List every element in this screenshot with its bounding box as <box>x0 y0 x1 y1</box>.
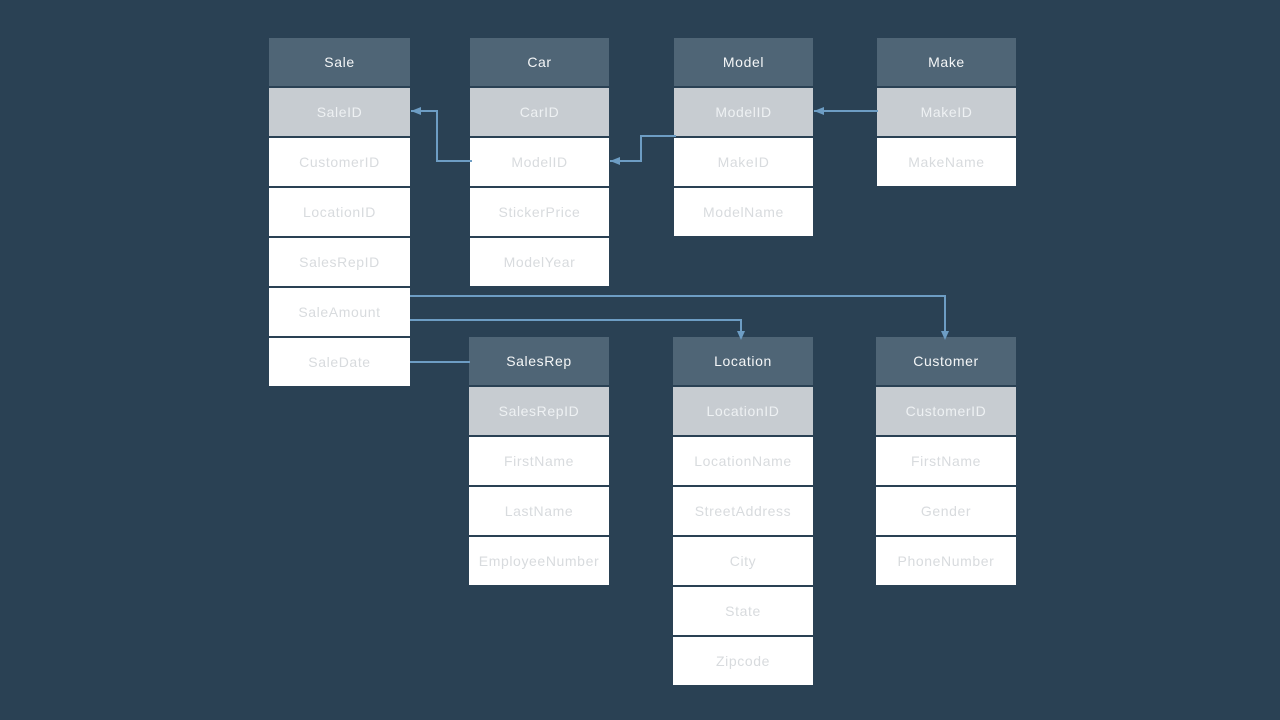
key-field-row-modelid: ModelID <box>674 88 813 136</box>
field-row-modelname: ModelName <box>674 188 813 236</box>
field-row-firstname: FirstName <box>469 437 609 485</box>
field-row-gender: Gender <box>876 487 1016 535</box>
field-row-locationid: LocationID <box>269 188 410 236</box>
table-header-make[interactable]: Make <box>877 38 1016 86</box>
table-header-customer[interactable]: Customer <box>876 337 1016 385</box>
connector-sale-customer <box>410 295 946 338</box>
field-row-stickerprice: StickerPrice <box>470 188 609 236</box>
arrowhead-model-modelid <box>814 107 824 115</box>
field-row-salesrepid: SalesRepID <box>269 238 410 286</box>
table-header-location[interactable]: Location <box>673 337 813 385</box>
table-header-sale[interactable]: Sale <box>269 38 410 86</box>
connector-sale-car <box>411 110 472 162</box>
field-row-locationname: LocationName <box>673 437 813 485</box>
field-row-city: City <box>673 537 813 585</box>
table-header-salesrep[interactable]: SalesRep <box>469 337 609 385</box>
connector-sale-location <box>410 319 742 338</box>
field-row-state: State <box>673 587 813 635</box>
table-header-car[interactable]: Car <box>470 38 609 86</box>
field-row-phonenumber: PhoneNumber <box>876 537 1016 585</box>
key-field-row-makeid: MakeID <box>877 88 1016 136</box>
arrowhead-car-modelid <box>610 157 620 165</box>
key-field-row-saleid: SaleID <box>269 88 410 136</box>
field-row-makeid: MakeID <box>674 138 813 186</box>
field-row-zipcode: Zipcode <box>673 637 813 685</box>
field-row-streetaddress: StreetAddress <box>673 487 813 535</box>
key-field-row-carid: CarID <box>470 88 609 136</box>
field-row-customerid: CustomerID <box>269 138 410 186</box>
field-row-makename: MakeName <box>877 138 1016 186</box>
field-row-modelid: ModelID <box>470 138 609 186</box>
field-row-firstname: FirstName <box>876 437 1016 485</box>
table-header-model[interactable]: Model <box>674 38 813 86</box>
connector-car-model <box>610 135 676 162</box>
key-field-row-locationid: LocationID <box>673 387 813 435</box>
field-row-saleamount: SaleAmount <box>269 288 410 336</box>
field-row-saledate: SaleDate <box>269 338 410 386</box>
key-field-row-salesrepid: SalesRepID <box>469 387 609 435</box>
field-row-employeenumber: EmployeeNumber <box>469 537 609 585</box>
arrowhead-sale-saleid <box>411 107 421 115</box>
field-row-modelyear: ModelYear <box>470 238 609 286</box>
field-row-lastname: LastName <box>469 487 609 535</box>
key-field-row-customerid: CustomerID <box>876 387 1016 435</box>
